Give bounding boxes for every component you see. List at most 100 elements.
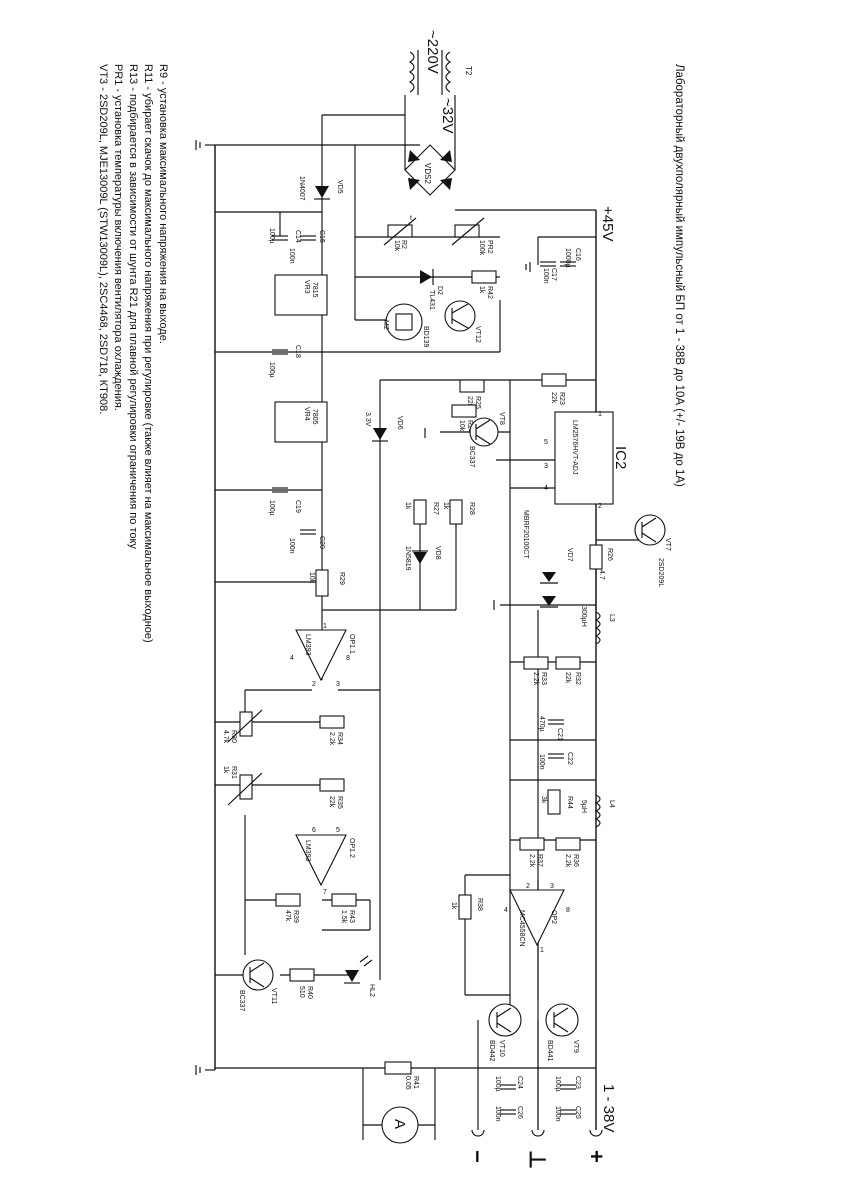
l4-value: 5µH — [580, 800, 587, 813]
r44-ref: R44 — [566, 796, 573, 809]
r23-ref: R23 — [558, 392, 565, 405]
op2-value: MC4558CN — [518, 910, 525, 947]
r37-ref: R37 — [536, 854, 543, 867]
ic2-pin3: 3 — [544, 463, 548, 470]
output-filter: R32 22k R33 2.2k C21 470µ C22 100n R44 3… — [523, 656, 615, 828]
c20-value: 100n — [288, 538, 295, 554]
diode-vd7: VD7 MBRF20100CT — [522, 510, 573, 608]
r42-value: 1k — [478, 286, 485, 294]
r27-r28-vd8: R28 1k R27 1k VD8 1N5819 — [404, 499, 475, 571]
note-5: VT3 - 2SD209L, MJE13009L (STW13009L), 2S… — [97, 64, 109, 414]
r30-value: 4.7k — [222, 730, 229, 744]
c21-value: 470µ — [538, 716, 545, 732]
ic2-pin4: 4 — [544, 485, 548, 492]
output-caps: C23 100µ C25 100n C24 100µ C26 100n — [494, 1076, 581, 1122]
c26-ref: C26 — [516, 1106, 523, 1119]
op2-ref: OP2 — [550, 910, 557, 924]
note-1: R9 - установка максимального напряжения … — [157, 64, 169, 344]
c19-value: 100µ — [268, 500, 275, 516]
c23-value: 100µ — [554, 1076, 561, 1092]
transformer-t2: T2 ~220V ~32V — [408, 30, 473, 133]
indicator-led: HL2 R40 510 VT11 BC337 — [238, 955, 375, 1012]
schematic-title: Лабораторный двухполярный импульсный БП … — [673, 64, 685, 487]
l3-value: 300µH — [580, 606, 587, 627]
r27-value: 1k — [404, 502, 411, 510]
op11-pin1: 1 — [323, 623, 327, 630]
output-terminals: + ⊥ − — [465, 1129, 609, 1169]
r41-ref: R41 — [412, 1076, 419, 1089]
l4-ref: L4 — [608, 800, 615, 808]
r38-ref: R38 — [476, 898, 483, 911]
vd5-ref: VD5 — [336, 180, 343, 194]
op12-ref: OP1.2 — [348, 838, 355, 858]
op12-pin6: 6 — [312, 827, 316, 834]
op11-ref: OP1.1 — [348, 634, 355, 654]
r34-ref: R34 — [336, 732, 343, 745]
r30-ref: R30 — [230, 730, 237, 743]
opamp-op2: OP2 MC4558CN 1 2 3 4 8 — [504, 883, 570, 954]
r31-value: 1k — [222, 766, 229, 774]
c14-ref: C14 — [294, 230, 301, 243]
vt8-stage: R23 22k R25 22k R24 10k VT8 BC337 — [451, 373, 567, 468]
c17-value: 100n — [542, 268, 549, 284]
m2-label: M2 — [382, 320, 389, 330]
vr3-value: 7815 — [311, 282, 318, 298]
r28-ref: R28 — [468, 502, 475, 515]
r29-ref: R29 — [338, 572, 345, 585]
ammeter-symbol: A — [391, 1119, 408, 1129]
ic2-ref: IC2 — [612, 446, 629, 469]
ic2-value: LM2576HVT-ADJ — [571, 420, 578, 474]
r25-ref: R25 — [474, 396, 481, 409]
regulator-vr3: VR3 7815 — [274, 274, 328, 316]
note-2: R11 - убирает скачок до максимального на… — [142, 64, 154, 643]
pr2-ref: PR2 — [486, 240, 493, 254]
r34-value: 2.2k — [328, 732, 335, 746]
hl2-label: HL2 — [368, 984, 375, 997]
r42-ref: R42 — [486, 286, 493, 299]
r38-value: 1k — [450, 902, 457, 910]
c15-value: 100n — [288, 248, 295, 264]
vt9-value: BD441 — [546, 1040, 553, 1062]
op2-pin2: 2 — [526, 883, 530, 890]
r31-ref: R31 — [230, 766, 237, 779]
op2-pin4: 4 — [504, 907, 508, 914]
r23-value: 22k — [550, 392, 557, 404]
c15-ref: C15 — [318, 230, 325, 243]
r29-value: 10k — [308, 572, 315, 584]
vt8-ref: VT8 — [498, 412, 505, 425]
pr2-value: 100k — [478, 240, 485, 256]
r33-value: 2.2k — [532, 672, 539, 686]
c22-ref: C22 — [566, 752, 573, 765]
cap-c14-c15: C14 100µ C15 100n — [268, 212, 325, 264]
vt8-value: BC337 — [468, 446, 475, 468]
c18-ref: C18 — [294, 345, 301, 358]
op11-pin4: 4 — [290, 655, 294, 662]
output-transistors: VT9 BD441 VT10 BD442 — [488, 1003, 579, 1062]
c25-value: 100n — [554, 1106, 561, 1122]
op12-pin7: 7 — [323, 889, 327, 896]
terminal-plus: + — [584, 1150, 609, 1163]
c23-ref: C23 — [574, 1076, 581, 1089]
r2-value: 10k — [393, 240, 400, 252]
zener-vd6: VD6 3.3V — [364, 412, 403, 442]
op11-value: LM393 — [304, 634, 311, 656]
vt12-value: BD139 — [422, 326, 429, 348]
shunt-ammeter: R41 0.05 A — [363, 1061, 435, 1144]
vt7-stage: VT7 2SD209L R26 4.7 — [589, 514, 671, 587]
note-4: PR1 - установка температуры включения ве… — [112, 64, 124, 411]
op2-pin1: 1 — [540, 947, 544, 954]
ic2-pin1: 1 — [598, 411, 602, 418]
r32-value: 22k — [564, 672, 571, 684]
c22-value: 100n — [538, 754, 545, 770]
terminal-minus: − — [465, 1150, 490, 1163]
r43-ref: R43 — [348, 910, 355, 923]
c19-ref: C19 — [294, 500, 301, 513]
fan-control: t R2 10k PR2 100k R42 1k D2 TL431 VT12 B… — [382, 215, 497, 348]
r44-value: 3k — [540, 796, 547, 804]
cap-c18: C18 100µ — [268, 345, 301, 378]
output-range-label: 1 - 38V — [600, 1084, 617, 1132]
c16-ref: C16 — [574, 248, 581, 261]
r33-ref: R33 — [540, 672, 547, 685]
c25-ref: C25 — [574, 1106, 581, 1119]
